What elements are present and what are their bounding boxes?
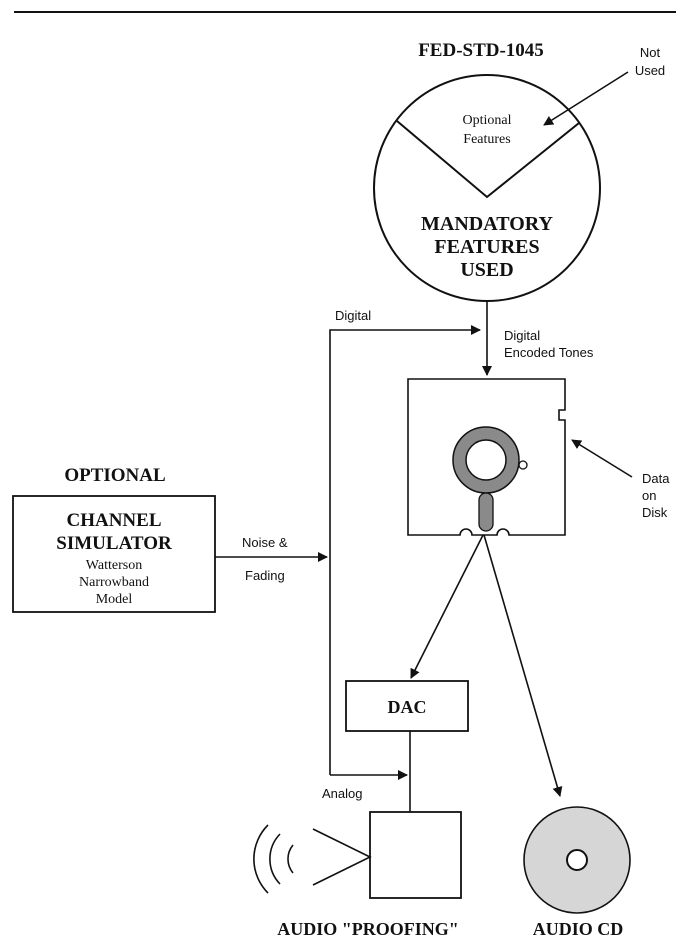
channel-simulator-model-line3: Model (96, 592, 133, 607)
dac-label: DAC (388, 697, 427, 717)
disk-hub-center (466, 440, 506, 480)
disk-to-dac-arrow (411, 535, 483, 678)
mandatory-features-line1: MANDATORY (421, 213, 553, 235)
optional-features-line1: Optional (463, 113, 512, 128)
data-on-disk-arrow (572, 440, 632, 477)
digital-encoded-tones-line2: Encoded Tones (504, 345, 594, 360)
data-on-disk-line1: Data (642, 471, 670, 486)
mandatory-features-line2: FEATURES (434, 236, 539, 258)
noise-fading-line1: Noise & (242, 535, 288, 550)
speaker-icon (254, 812, 461, 898)
data-on-disk-line2: on (642, 488, 656, 503)
channel-simulator-title-line1: CHANNEL (66, 510, 161, 531)
not-used-label-line1: Not (640, 45, 661, 60)
floppy-disk (408, 379, 565, 535)
digital-label: Digital (335, 308, 371, 323)
audio-cd-label: AUDIO CD (533, 919, 624, 939)
audio-proofing-label: AUDIO "PROOFING" (277, 919, 459, 939)
optional-heading: OPTIONAL (64, 465, 165, 486)
channel-simulator-title-line2: SIMULATOR (56, 533, 172, 554)
data-on-disk-line3: Disk (642, 505, 668, 520)
not-used-label-line2: Used (635, 63, 665, 78)
disk-to-cd-arrow (484, 535, 560, 796)
channel-simulator-model-line1: Watterson (86, 558, 142, 573)
standard-title: FED-STD-1045 (418, 40, 544, 61)
digital-encoded-tones-line1: Digital (504, 328, 540, 343)
optional-features-line2: Features (463, 132, 510, 147)
channel-simulator-model-line2: Narrowband (79, 575, 149, 590)
disk-read-slot (479, 493, 493, 531)
disk-index-hole (519, 461, 527, 469)
mandatory-features-line3: USED (460, 259, 513, 281)
noise-fading-line2: Fading (245, 568, 285, 583)
audio-cd-icon (524, 807, 630, 913)
analog-label: Analog (322, 786, 362, 801)
